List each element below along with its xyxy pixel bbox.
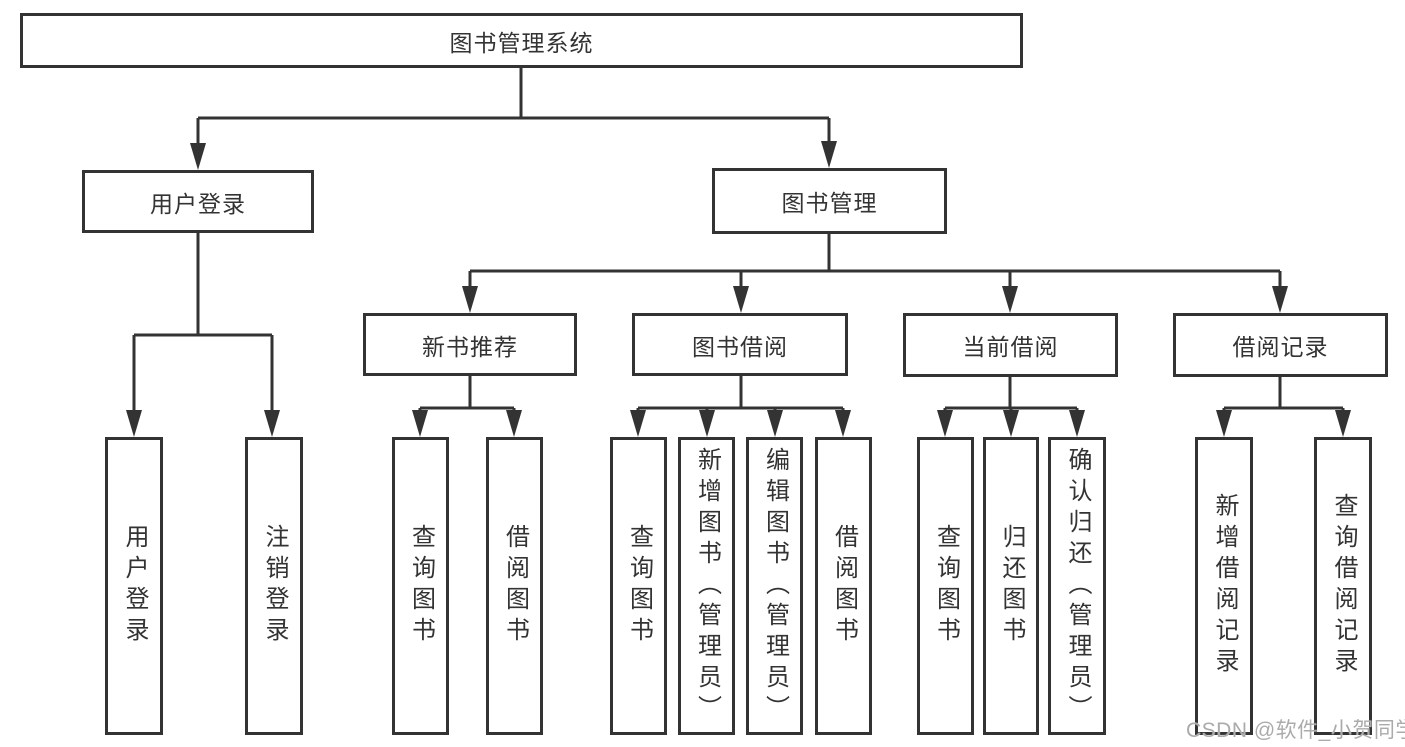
leaf-cur-return-books: 归还图书	[983, 437, 1039, 735]
leaf-rec-add-record: 新增借阅记录	[1195, 437, 1253, 735]
leaf-label: 查询图书	[932, 524, 960, 648]
node-borrow-records: 借阅记录	[1173, 313, 1388, 377]
leaf-bb-borrow-books: 借阅图书	[815, 437, 872, 735]
leaf-label: 注销登录	[261, 524, 288, 648]
leaf-cur-confirm-return-admin: 确认归还（管理员）	[1048, 437, 1106, 735]
node-label: 新书推荐	[422, 333, 518, 360]
leaf-nb-borrow-books: 借阅图书	[486, 437, 543, 735]
csdn-watermark: CSDN @软件_小贺同学	[1186, 719, 1405, 742]
leaf-bb-add-books-admin: 新增图书（管理员）	[678, 437, 735, 735]
leaf-bb-edit-books-admin: 编辑图书（管理员）	[746, 437, 803, 735]
node-label: 图书管理	[781, 190, 878, 216]
leaf-label: 确认归还（管理员）	[1064, 446, 1091, 726]
leaf-user-login: 用户登录	[105, 437, 163, 735]
node-root-library-management-system: 图书管理系统	[20, 13, 1023, 68]
leaf-logout: 注销登录	[245, 437, 303, 735]
node-label: 借阅记录	[1232, 334, 1329, 360]
node-book-management: 图书管理	[712, 168, 947, 234]
node-label: 用户登录	[150, 190, 246, 217]
node-label: 当前借阅	[962, 334, 1059, 360]
node-current-borrowing: 当前借阅	[903, 313, 1118, 377]
leaf-cur-query-books: 查询图书	[917, 437, 974, 735]
leaf-bb-query-books: 查询图书	[610, 437, 667, 735]
leaf-nb-query-books: 查询图书	[392, 437, 449, 735]
leaf-label: 借阅图书	[830, 524, 858, 648]
leaf-label: 归还图书	[998, 524, 1025, 648]
leaf-label: 用户登录	[121, 524, 148, 648]
leaf-rec-query-record: 查询借阅记录	[1314, 437, 1372, 735]
node-user-login: 用户登录	[82, 170, 314, 233]
leaf-label: 新增图书（管理员）	[693, 446, 721, 726]
leaf-label: 编辑图书（管理员）	[761, 446, 789, 726]
leaf-label: 借阅图书	[501, 524, 529, 648]
leaf-label: 查询图书	[407, 524, 435, 648]
leaf-label: 新增借阅记录	[1211, 493, 1238, 679]
leaf-label: 查询借阅记录	[1330, 493, 1357, 679]
node-new-book-recommend: 新书推荐	[363, 313, 577, 376]
node-label: 图书管理系统	[449, 29, 594, 56]
leaf-label: 查询图书	[625, 524, 653, 648]
node-book-borrowing: 图书借阅	[632, 313, 848, 376]
node-label: 图书借阅	[692, 333, 788, 360]
